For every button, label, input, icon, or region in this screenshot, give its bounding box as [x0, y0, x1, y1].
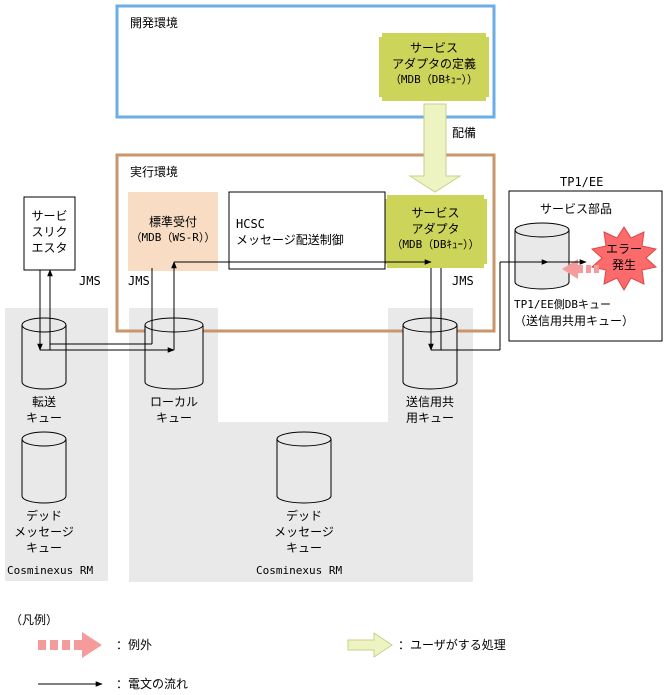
cylinder-tp1 — [514, 222, 570, 290]
tp1-queue-label: TP1/EE側DBキュー （送信用共用キュー） — [514, 297, 634, 329]
receiver-line1: 標準受付 — [148, 215, 197, 229]
legend-exception-glyph — [38, 632, 102, 658]
dead-queue-left-label: デッド メッセージ キュー — [4, 508, 84, 556]
transfer-queue-line2: キュー — [25, 411, 62, 425]
transfer-queue-label: 転送 キュー — [4, 394, 84, 426]
legend-flow-label: ：電文の流れ — [116, 677, 189, 691]
dev-adapter-shape — [379, 33, 489, 101]
exception-arrow — [562, 259, 599, 279]
dead-queue-right-label: デッド メッセージ キュー — [264, 508, 344, 556]
rm-label-right: Cosminexus RM — [256, 564, 343, 577]
exec-adapter-line3: （MDB（DBｷｭｰ）） — [391, 238, 480, 251]
send-shared-queue-line1: 送信用共 — [405, 395, 454, 409]
dead-queue-right-line1: デッド — [285, 509, 322, 523]
dev-adapter-line1: サービス — [409, 41, 458, 55]
cylinder-dead-right — [276, 431, 332, 504]
receiver-box — [128, 192, 218, 271]
requester-line3: エスタ — [31, 241, 68, 255]
tp1-queue-line2: （送信用共用キュー） — [514, 314, 635, 328]
legend-user-process-glyph — [347, 632, 393, 658]
hcsc-line2: メッセージ配送制御 — [236, 233, 344, 247]
deploy-label: 配備 — [452, 126, 477, 140]
jms-label-left: JMS — [79, 274, 101, 288]
legend-user-process-label: ：ユーザがする処理 — [398, 638, 506, 652]
exec-adapter-shape — [384, 195, 487, 268]
local-queue-line1: ローカル — [149, 395, 198, 409]
cylinder-dead-left — [21, 431, 67, 504]
error-line1: エラー — [605, 242, 642, 256]
dead-queue-left-line1: デッド — [25, 509, 62, 523]
receiver-label: 標準受付 （MDB（WS-R）） — [128, 214, 218, 246]
local-queue-label: ローカル キュー — [134, 394, 214, 426]
exec-adapter-line2: アダプタ — [411, 222, 460, 236]
dev-adapter-line3: （MDB（DBｷｭｰ）） — [389, 73, 479, 86]
jms-label-right: JMS — [452, 274, 474, 288]
dev-env-title: 開発環境 — [130, 16, 179, 30]
dev-adapter-label: サービス アダプタの定義 （MDB（DBｷｭｰ）） — [379, 40, 489, 88]
dev-adapter-line2: アダプタの定義 — [391, 57, 476, 71]
deploy-arrow — [408, 103, 462, 193]
local-queue-line2: キュー — [155, 411, 192, 425]
dead-queue-left-line2: メッセージ — [14, 525, 74, 539]
tp1-queue-line1: TP1/EE側DBキュー — [514, 298, 611, 311]
error-star — [590, 226, 658, 291]
exec-env-box — [115, 153, 496, 333]
tp1-component-label: サービス部品 — [540, 202, 613, 216]
dead-queue-left-line3: キュー — [25, 541, 62, 555]
tp1-title: TP1/EE — [560, 175, 604, 189]
hcsc-line1: HCSC — [236, 217, 265, 231]
exec-adapter-label: サービス アダプタ （MDB（DBｷｭｰ）） — [384, 205, 487, 253]
dead-queue-right-line2: メッセージ — [274, 525, 334, 539]
receiver-line2: （MDB（WS-R）） — [130, 231, 216, 244]
requester-box — [23, 196, 76, 271]
send-shared-queue-label: 送信用共 用キュー — [390, 394, 470, 426]
jms-label-center: JMS — [128, 274, 150, 288]
dev-env-box — [115, 4, 496, 119]
hcsc-box — [228, 191, 386, 270]
hcsc-label: HCSC メッセージ配送制御 — [236, 216, 344, 248]
cylinder-send-shared — [402, 317, 458, 390]
requester-line2: スリク — [31, 225, 68, 239]
requester-line1: サービ — [31, 209, 68, 223]
transfer-queue-line1: 転送 — [31, 395, 56, 409]
exec-env-title: 実行環境 — [130, 165, 179, 179]
rm-region-cutout — [218, 292, 388, 422]
error-line2: 発生 — [611, 258, 636, 272]
dead-queue-right-line3: キュー — [285, 541, 322, 555]
legend-title: （凡例） — [10, 613, 59, 627]
rm-label-left: Cosminexus RM — [7, 564, 94, 577]
error-label: エラー 発生 — [596, 241, 652, 273]
requester-label: サービ スリク エスタ — [24, 208, 75, 256]
cylinder-transfer — [21, 317, 67, 390]
message-flow-arrows — [37, 259, 587, 353]
exec-adapter-line1: サービス — [411, 206, 460, 220]
send-shared-queue-line2: 用キュー — [405, 411, 454, 425]
legend-exception-label: ：例外 — [116, 638, 153, 652]
